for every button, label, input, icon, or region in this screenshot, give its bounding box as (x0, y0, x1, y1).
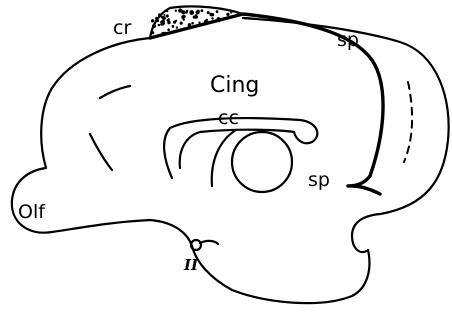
label-cing: Cing (210, 73, 259, 98)
stipple-dot (201, 9, 204, 12)
stipple-dot (161, 32, 165, 36)
stipple-dot (175, 10, 177, 12)
thalamus-circle (232, 132, 292, 192)
stipple-dot (226, 13, 229, 16)
stipple-dot (176, 26, 178, 28)
stipple-dot (190, 11, 194, 15)
optic-line (200, 241, 218, 244)
dashed-sulcus (404, 82, 412, 162)
stipple-dot (182, 16, 185, 19)
sp-sulcus-tail (352, 186, 380, 194)
stipple-dot (180, 22, 183, 25)
stipple-dot (166, 14, 169, 17)
stipple-dot (167, 28, 170, 31)
stipple-dot (195, 15, 199, 19)
stipple-dot (217, 17, 221, 21)
label-optic-ii: II (183, 256, 199, 274)
stipple-dot (191, 22, 194, 25)
stipple-dot (158, 24, 161, 27)
stipple-dot (167, 19, 170, 22)
label-sp-right: sp (308, 169, 330, 191)
stipple-dot (162, 16, 166, 20)
stipple-dot (185, 11, 187, 13)
label-cr: cr (113, 17, 131, 39)
stipple-dot (151, 19, 154, 22)
stipple-dot (197, 10, 200, 13)
stipple-dot (205, 19, 208, 22)
stipple-dot (163, 14, 165, 16)
stipple-dot (161, 20, 165, 24)
label-olf: Olf (18, 201, 46, 223)
stipple-dot (188, 23, 192, 27)
stipple-dot (172, 25, 175, 28)
sulcus-mark-frontal (90, 134, 112, 170)
stipple-dot (207, 11, 210, 14)
stipple-dot (211, 17, 213, 19)
stipple-dot (198, 22, 200, 24)
stipple-dot (181, 10, 183, 12)
stipple-dot (210, 13, 214, 17)
corpus-callosum (164, 118, 317, 178)
sulcus-mark-left (100, 86, 130, 98)
stipple-dot (216, 10, 219, 13)
stipple-dot (183, 18, 185, 20)
stipple-dot (173, 21, 176, 24)
label-cc: cc (218, 107, 239, 129)
label-sp-top: sp (337, 29, 359, 51)
